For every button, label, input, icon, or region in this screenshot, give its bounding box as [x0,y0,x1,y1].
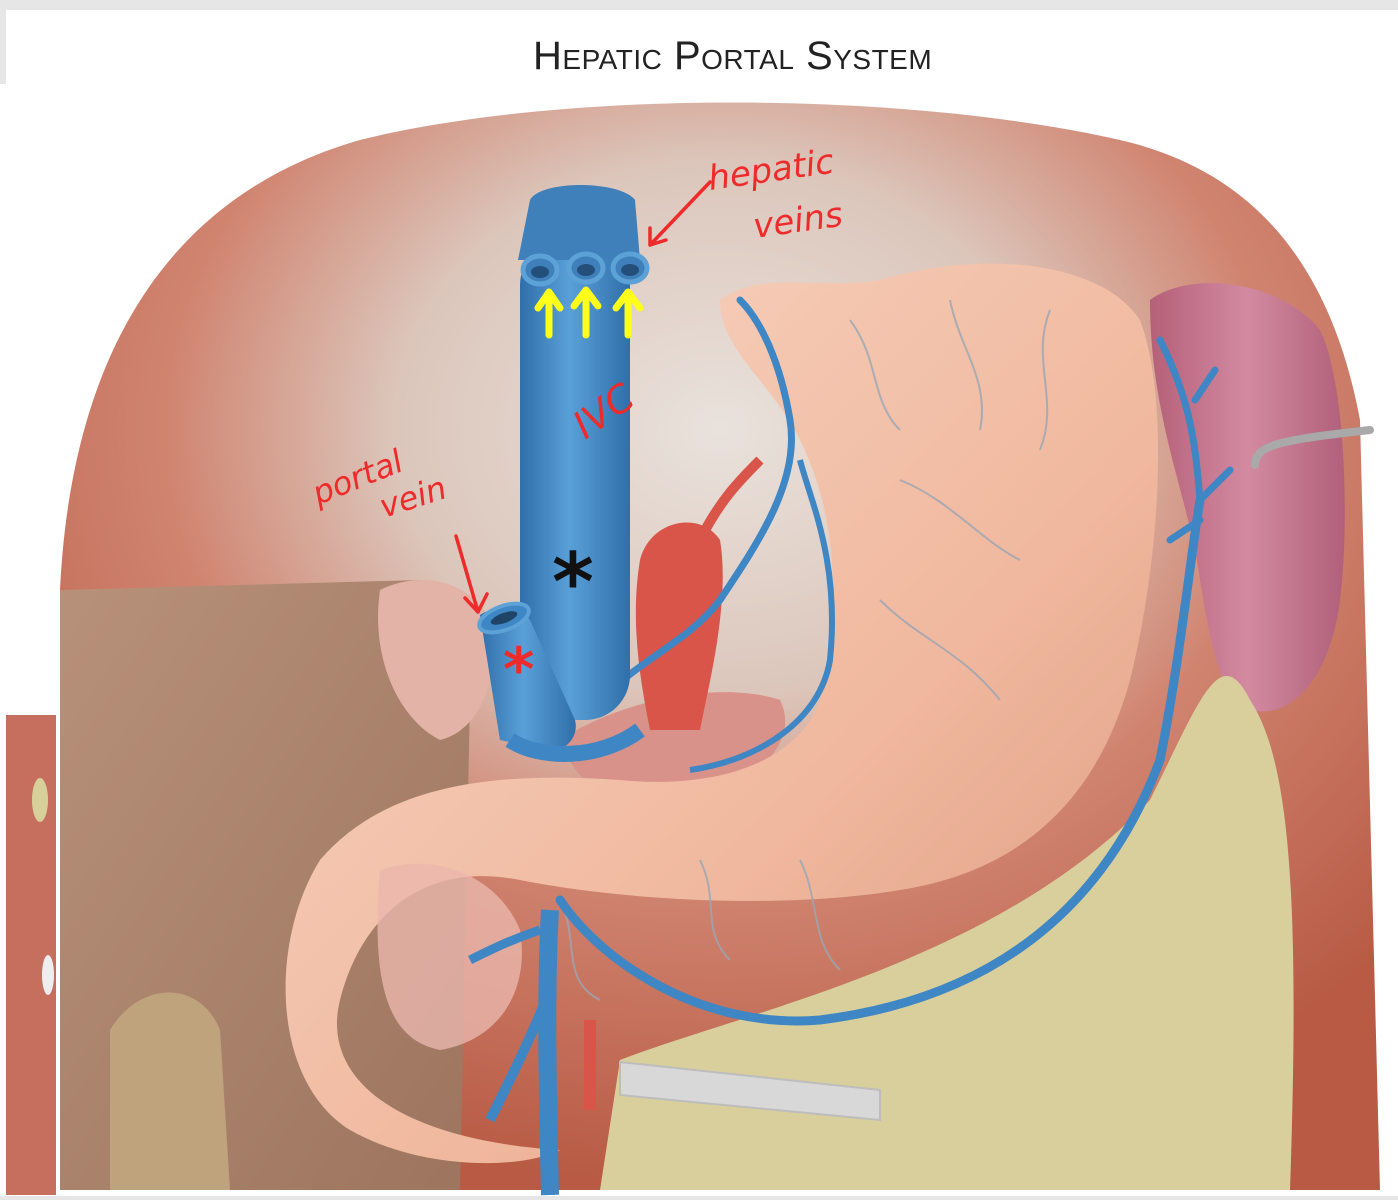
label-hepatic: hepatic [706,142,837,199]
portal-vein [480,608,576,751]
red-asterisk-marker: * [503,635,534,705]
greater-omentum [600,676,1294,1190]
yellow-arrows [534,286,644,339]
left-border [0,10,6,84]
black-asterisk-marker: * [552,536,594,629]
superior-mesenteric-vein [538,909,559,1196]
retractor-hook [1251,426,1374,469]
annotation-arrows [454,180,712,614]
stomach [285,263,1159,1164]
page-title: Hepatic Portal System [533,34,933,78]
aorta [635,522,723,730]
label-ivc: IVC [565,375,643,448]
gastroepiploic-vein [555,495,1205,1026]
bottom-border [0,1196,1398,1200]
top-border [0,0,1398,10]
label-veins: veins [751,195,845,247]
inferior-vena-cava [520,240,630,720]
left-gastric-vein [596,296,795,704]
retractor-blade [619,1060,881,1122]
hepatic-vein-openings [520,251,650,287]
